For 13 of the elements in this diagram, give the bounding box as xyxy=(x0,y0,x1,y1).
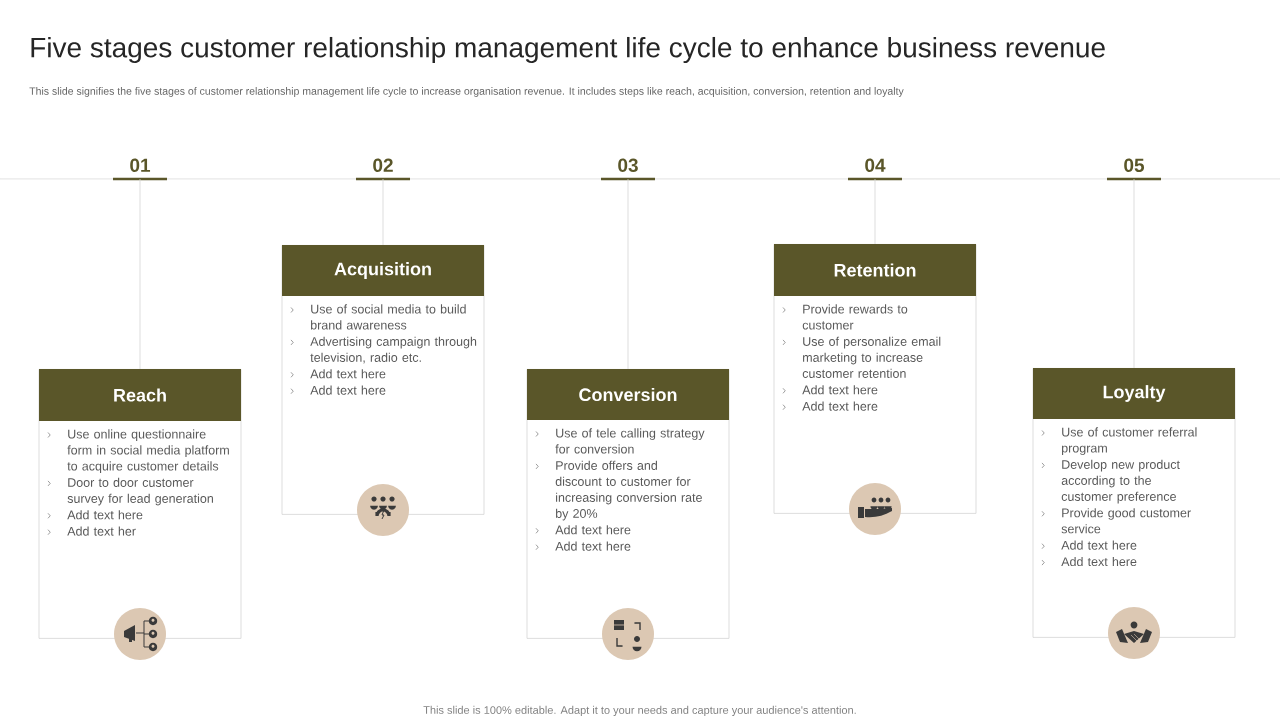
step-number: 03 xyxy=(601,158,655,181)
stage-card: Retention Provide rewards to customer Use of personalize email marketing to increase customer retention Add text here Add text here xyxy=(773,244,977,514)
step-number: 01 xyxy=(113,158,167,181)
step-number: 05 xyxy=(1107,158,1161,181)
stage-card: Loyalty Use of customer referral program Develop new product according to the customer preference Provide good customer service Add text here Add text here xyxy=(1032,368,1236,638)
step-number: 04 xyxy=(848,158,902,181)
stage-card: Conversion Use of tele calling strategy for conversion Provide offers and discount to customer for increasing conversion rate by 20% Add text here Add text here xyxy=(526,369,730,639)
slide-title: Five stages customer relationship management life cycle to enhance business revenue xyxy=(31,36,1105,64)
footer-note: This slide is 100% editable. Adapt it to your needs and capture your audience's attention. xyxy=(423,705,856,717)
stage-card: Acquisition Use of social media to build brand awareness Advertising campaign through television, radio etc. Add text here Add text here xyxy=(281,245,485,515)
subtitle: This slide signifies the five stages of customer relationship management life cycle to increase organisation revenue. It includes steps like reach, acquisition, conversion, retention and loyalty xyxy=(29,87,904,97)
step-number: 02 xyxy=(356,158,410,181)
stage-card: Reach Use online questionnaire form in social media platform to acquire customer details Door to door customer survey for lead generation Add text here Add text her xyxy=(38,369,242,639)
